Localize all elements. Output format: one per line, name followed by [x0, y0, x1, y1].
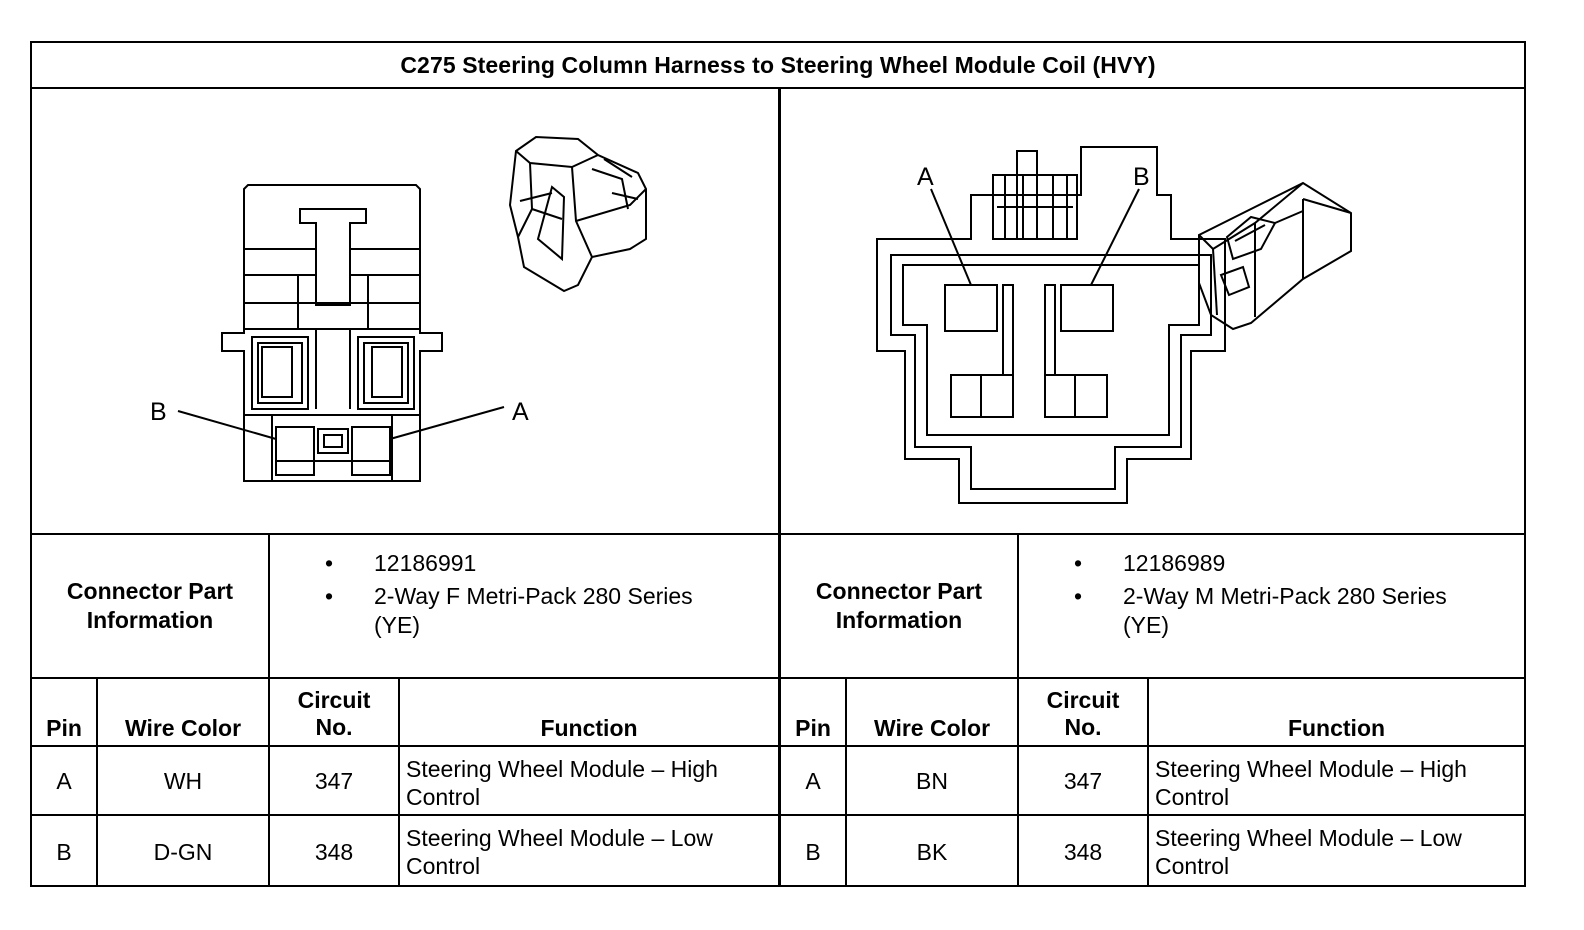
table-cell-pin: A: [805, 767, 821, 794]
function-line2: Control: [1155, 784, 1230, 810]
col-divider: [96, 679, 98, 887]
female-part-info: • 12186991 • 2-Way F Metri-Pack 280 Seri…: [270, 537, 778, 675]
female-info-divider: [268, 535, 270, 887]
table-cell-wire-color: WH: [163, 767, 203, 794]
female-description-line2: (YE): [374, 612, 420, 638]
header-function: Function: [540, 715, 638, 741]
connector-title: C275 Steering Column Harness to Steering…: [32, 43, 1524, 89]
col-divider: [398, 679, 400, 887]
table-cell-pin: A: [56, 767, 72, 794]
header-circuit-line1: Circuit: [297, 687, 371, 713]
function-line1: Steering Wheel Module – High: [406, 756, 718, 782]
connector-sheet: C275 Steering Column Harness to Steering…: [30, 41, 1526, 887]
header-wire-color: Wire Color: [873, 715, 991, 741]
table-cell-circuit: 347: [314, 767, 354, 794]
table-cell-pin: B: [56, 838, 72, 865]
table-cell-wire-color: D-GN: [153, 838, 213, 865]
table-cell-function: Steering Wheel Module – High Control: [1149, 755, 1524, 811]
table-cell-pin: B: [805, 838, 821, 865]
male-info-divider: [1017, 535, 1019, 887]
table-cell-wire-color: BN: [916, 767, 948, 794]
male-connector-face-drawing: A B: [876, 146, 1352, 504]
bullet-icon: •: [1074, 550, 1083, 576]
female-description-item: • 2-Way F Metri-Pack 280 Series (YE): [270, 582, 693, 640]
table-cell-function: Steering Wheel Module – Low Control: [400, 824, 778, 880]
function-line2: Control: [406, 853, 481, 879]
female-connector-panel: B A: [32, 89, 776, 535]
table-cell-function: Steering Wheel Module – High Control: [400, 755, 778, 811]
male-pin-b-label: B: [1133, 163, 1150, 191]
male-description-line2: (YE): [1123, 612, 1169, 638]
header-circuit: Circuit No.: [270, 687, 398, 741]
female-connector-isometric: [508, 135, 647, 293]
header-function: Function: [1287, 715, 1386, 741]
female-info-label-line1: Connector Part: [66, 578, 234, 604]
function-line1: Steering Wheel Module – High: [1155, 756, 1467, 782]
header-circuit-line1: Circuit: [1046, 687, 1120, 713]
bullet-icon: •: [325, 583, 334, 609]
male-part-number-item: • 12186989: [1019, 549, 1447, 578]
male-info-label-line2: Information: [835, 607, 963, 633]
female-pin-b-label: B: [150, 398, 167, 426]
male-pin-a-label: A: [917, 163, 934, 191]
header-wire-color: Wire Color: [124, 715, 242, 741]
info-bottom-rule: [32, 677, 1524, 679]
function-line1: Steering Wheel Module – Low: [406, 825, 713, 851]
female-info-label-line2: Information: [86, 607, 214, 633]
table-cell-circuit: 347: [1063, 767, 1103, 794]
header-circuit-line2: No.: [1064, 714, 1102, 740]
male-connector-isometric: [1198, 181, 1352, 331]
male-info-label: Connector Part Information: [781, 537, 1017, 675]
header-bottom-rule: [32, 745, 1524, 747]
male-connector-panel: A B: [781, 89, 1525, 535]
header-circuit-line2: No.: [315, 714, 353, 740]
male-description-line1: 2-Way M Metri-Pack 280 Series: [1123, 583, 1447, 609]
male-info-label-line1: Connector Part: [815, 578, 983, 604]
male-description-item: • 2-Way M Metri-Pack 280 Series (YE): [1019, 582, 1447, 640]
header-pin: Pin: [46, 715, 82, 741]
table-cell-wire-color: BK: [916, 838, 948, 865]
male-part-number: 12186989: [1123, 550, 1226, 576]
function-line2: Control: [406, 784, 481, 810]
row-a-bottom-rule: [32, 814, 1524, 816]
female-pin-a-label: A: [512, 398, 529, 426]
center-divider: [778, 87, 781, 887]
bullet-icon: •: [1074, 583, 1083, 609]
bullet-icon: •: [325, 550, 334, 576]
table-cell-function: Steering Wheel Module – Low Control: [1149, 824, 1524, 880]
female-description-line1: 2-Way F Metri-Pack 280 Series: [374, 583, 693, 609]
table-cell-circuit: 348: [314, 838, 354, 865]
function-line1: Steering Wheel Module – Low: [1155, 825, 1462, 851]
female-connector-face-drawing: B A: [150, 135, 647, 482]
header-circuit: Circuit No.: [1019, 687, 1147, 741]
col-divider: [845, 679, 847, 887]
female-info-label: Connector Part Information: [32, 537, 268, 675]
diagram-bottom-rule: [32, 533, 1524, 535]
header-pin: Pin: [795, 715, 831, 741]
col-divider: [1147, 679, 1149, 887]
table-cell-circuit: 348: [1063, 838, 1103, 865]
male-part-info: • 12186989 • 2-Way M Metri-Pack 280 Seri…: [1019, 537, 1524, 675]
female-part-number: 12186991: [374, 550, 477, 576]
female-part-number-item: • 12186991: [270, 549, 693, 578]
function-line2: Control: [1155, 853, 1230, 879]
